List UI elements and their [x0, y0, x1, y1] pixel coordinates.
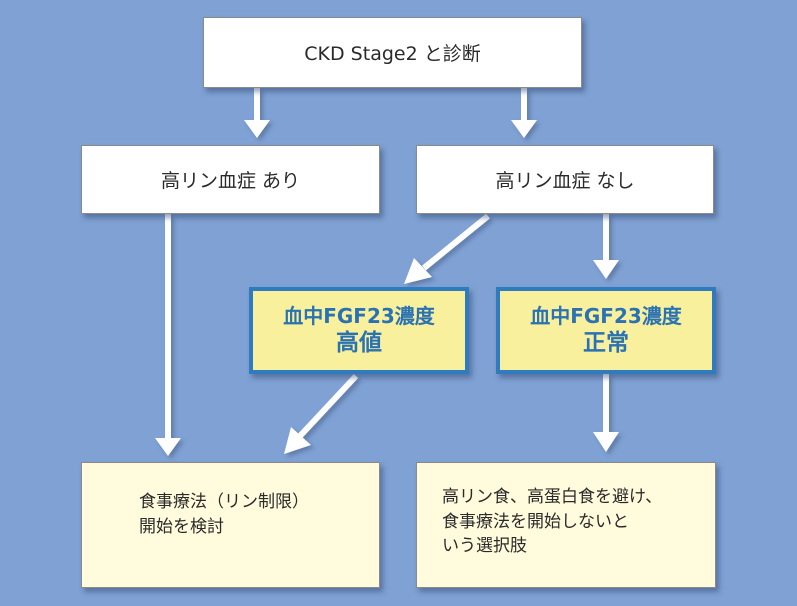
node-label-line1: 血中FGF23濃度 — [283, 303, 435, 328]
arrow-fgf23-high-to-outcome-diet — [284, 373, 359, 454]
node-hyperphosphatemia-yes: 高リン血症 あり — [81, 145, 380, 214]
node-label-line1: 血中FGF23濃度 — [530, 303, 682, 328]
node-text-line: いう選択肢 — [442, 536, 527, 557]
arrow-hyperphos-no-to-fgf23-normal — [593, 214, 619, 279]
node-label-line2: 正常 — [583, 329, 629, 356]
node-outcome-no-diet-therapy: 高リン食、高蛋白食を避け、 食事療法を開始しないと いう選択肢 — [416, 462, 716, 588]
node-fgf23-high: 血中FGF23濃度 高値 — [249, 287, 469, 374]
node-text-line: 高リン食、高蛋白食を避け、 — [442, 487, 663, 507]
arrow-hyperphos-no-to-fgf23-high — [404, 213, 490, 284]
arrow-root-to-hyperphos-yes — [244, 88, 270, 138]
node-label-line2: 高値 — [336, 329, 382, 356]
node-label: 高リン血症 なし — [495, 170, 635, 192]
node-ckd-stage2-diagnosis: CKD Stage2 と診断 — [203, 17, 582, 88]
node-text-line: 食事療法（リン制限） — [139, 492, 309, 512]
arrow-hyperphos-yes-to-outcome-diet — [155, 214, 181, 456]
arrow-fgf23-normal-to-outcome-avoid — [593, 374, 619, 452]
node-fgf23-normal: 血中FGF23濃度 正常 — [496, 287, 716, 374]
node-text-line: 食事療法を開始しないと — [442, 511, 629, 532]
node-outcome-diet-therapy: 食事療法（リン制限） 開始を検討 — [81, 462, 380, 588]
node-text-line: 開始を検討 — [139, 516, 224, 537]
arrow-root-to-hyperphos-no — [511, 88, 537, 138]
node-label: CKD Stage2 と診断 — [304, 43, 481, 65]
node-label: 高リン血症 あり — [160, 170, 301, 192]
node-hyperphosphatemia-no: 高リン血症 なし — [416, 145, 714, 214]
